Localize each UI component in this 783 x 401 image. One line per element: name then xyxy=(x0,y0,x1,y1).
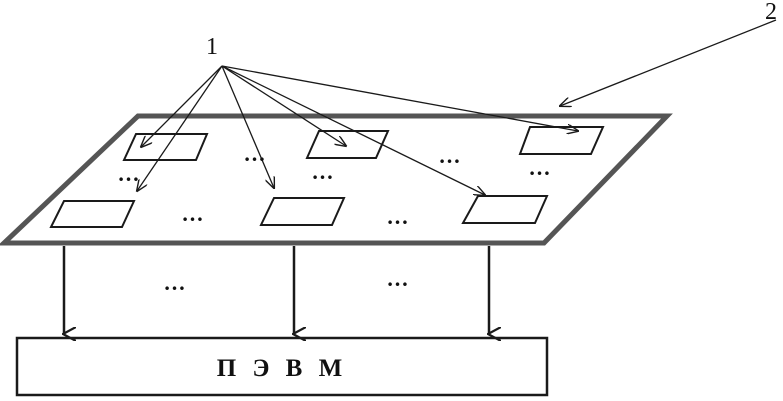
sensor-element xyxy=(305,130,390,159)
sensor-element xyxy=(259,197,346,226)
sensor-element xyxy=(49,200,136,228)
ellipsis: … xyxy=(387,204,410,229)
ellipsis: … xyxy=(164,270,187,295)
ellipsis: … xyxy=(387,266,410,291)
ellipsis: … xyxy=(118,161,141,186)
ellipsis: … xyxy=(529,155,552,180)
ellipsis-group: … … … … … … … … … xyxy=(118,141,552,295)
sensor-panel xyxy=(0,113,673,246)
sensor-leader-arrows xyxy=(137,65,578,195)
ellipsis: … xyxy=(312,159,335,184)
output-arrows xyxy=(64,246,489,334)
panel-callout-label: 2 xyxy=(765,0,777,25)
computer-label: П Э В М xyxy=(217,355,347,382)
ellipsis: … xyxy=(439,143,462,168)
ellipsis: … xyxy=(182,201,205,226)
sensor-callout-label: 1 xyxy=(206,34,218,60)
sensor-element xyxy=(461,195,549,224)
sensor-element xyxy=(518,126,605,155)
panel-leader-arrow xyxy=(560,19,777,106)
sensor-element xyxy=(122,133,209,161)
ellipsis: … xyxy=(244,141,267,166)
computer-box xyxy=(15,336,549,397)
